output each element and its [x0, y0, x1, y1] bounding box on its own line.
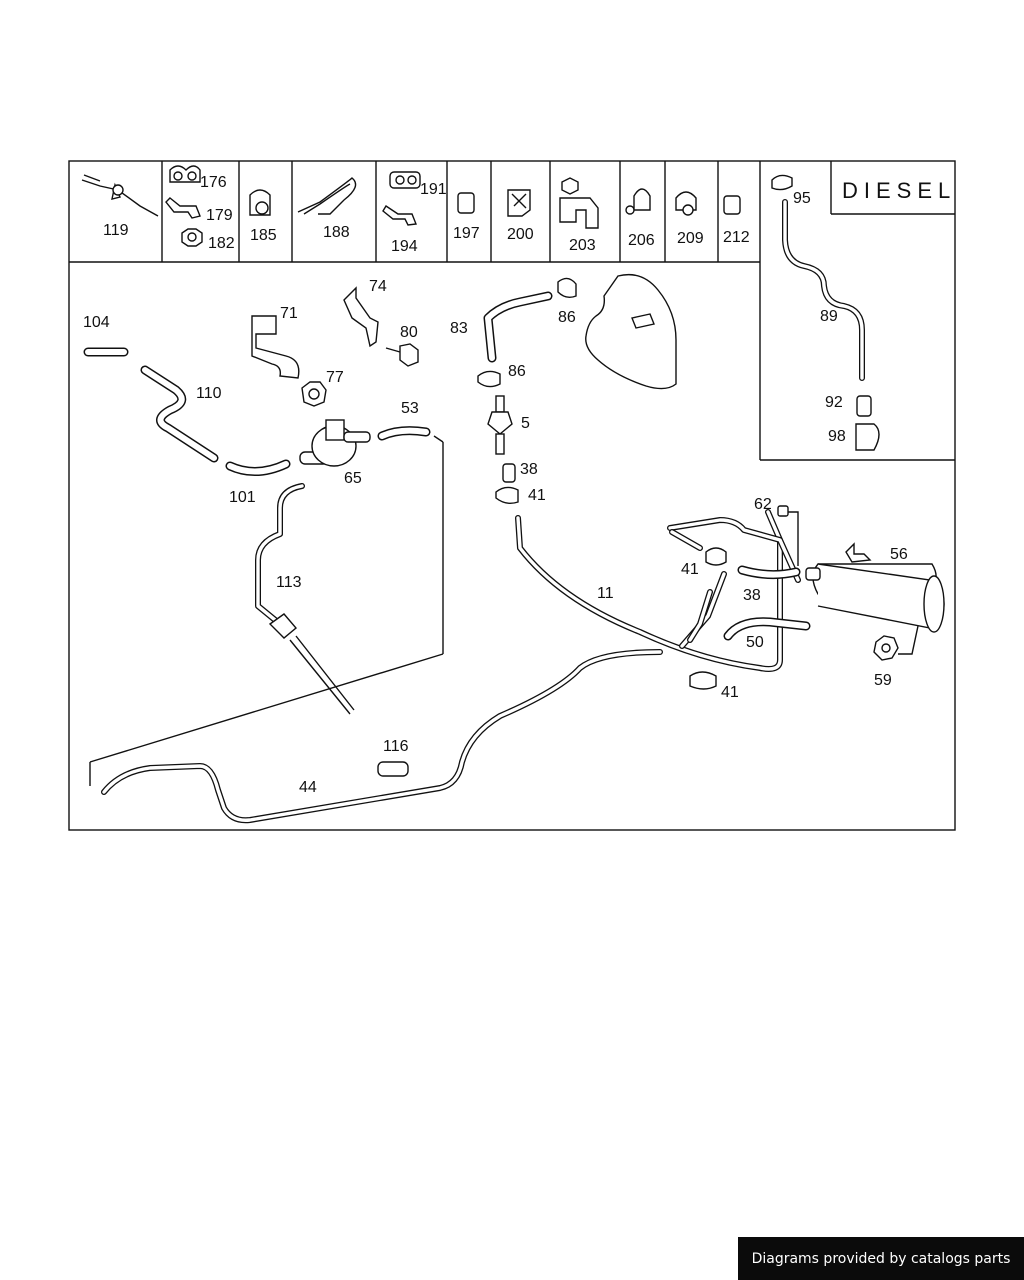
part-label: 92: [825, 394, 843, 411]
part-label: 191: [420, 181, 447, 198]
part-label: 41: [681, 561, 699, 578]
nut-77: [301, 381, 327, 407]
part-label: 65: [344, 470, 362, 487]
footer-credit: Diagrams provided by catalogs parts: [738, 1237, 1024, 1280]
part-label: 98: [828, 428, 846, 445]
cable-tie-icon: [81, 174, 159, 217]
part-label: 95: [793, 190, 811, 207]
sensor-probe: [268, 613, 355, 715]
part-label: 53: [401, 400, 419, 417]
part-label: 62: [754, 496, 772, 513]
part-label: 185: [250, 227, 277, 244]
hose-83: [483, 291, 553, 363]
clip-176-icon: [169, 165, 201, 183]
part-label: 41: [721, 684, 739, 701]
clamp-41-middle: [705, 547, 727, 566]
cap-98-icon: [855, 423, 880, 451]
clip-209-icon: [675, 191, 697, 216]
hose-11: [515, 509, 783, 672]
part-label: 77: [326, 369, 344, 386]
bracket-203-icon: [559, 177, 599, 229]
nut-59: [873, 625, 919, 661]
diesel-title: DIESEL: [842, 178, 956, 203]
clip-200-icon: [507, 189, 531, 217]
canister-56: [805, 542, 945, 633]
part-label: 86: [508, 363, 526, 380]
part-label: 101: [229, 489, 256, 506]
part-label: 89: [820, 308, 838, 325]
part-label: 44: [299, 779, 317, 796]
hose-101: [225, 459, 291, 476]
part-label: 176: [200, 174, 227, 191]
clamp-86-upper: [557, 277, 577, 299]
hose-left-group: [669, 529, 727, 649]
part-label: 74: [369, 278, 387, 295]
part-label: 50: [746, 634, 764, 651]
strap-188-icon: [297, 177, 357, 215]
clip-191-icon: [389, 171, 421, 189]
reservoir-tank: [585, 273, 677, 390]
part-label: 11: [597, 585, 614, 602]
part-label: 38: [520, 461, 538, 478]
part-label: 200: [507, 226, 534, 243]
part-label: 116: [383, 738, 409, 755]
part-label: 86: [558, 309, 576, 326]
part-label: 5: [521, 415, 530, 432]
sleeve-92-icon: [856, 395, 872, 417]
part-label: 83: [450, 320, 468, 337]
header-dividers: [161, 161, 719, 262]
part-label: 182: [208, 235, 235, 252]
hose-upper-right: [667, 517, 801, 583]
clip-185-icon: [249, 189, 271, 216]
check-valve-5: [487, 395, 513, 455]
hose-38-lower: [737, 565, 801, 580]
part-label: 212: [723, 229, 750, 246]
part-label: 206: [628, 232, 655, 249]
clip-197-icon: [457, 192, 475, 214]
cap-62: [777, 505, 789, 517]
part-label: 38: [743, 587, 761, 604]
part-label: 203: [569, 237, 596, 254]
part-label: 197: [453, 225, 480, 242]
bracket-179-icon: [165, 197, 201, 219]
clamp-95-icon: [771, 174, 793, 191]
part-label: 188: [323, 224, 350, 241]
part-label: 80: [400, 324, 418, 341]
clip-212-icon: [723, 195, 741, 215]
clamp-41-lower: [689, 671, 717, 690]
sleeve-116: [377, 761, 409, 777]
nut-182-icon: [181, 228, 203, 247]
valve-65: [299, 419, 371, 467]
hose-110: [140, 365, 219, 463]
part-label: 41: [528, 487, 546, 504]
hose-50: [723, 617, 811, 641]
bracket-74: [343, 286, 379, 348]
part-label: 113: [276, 574, 302, 591]
part-label: 71: [280, 305, 298, 322]
part-label: 179: [206, 207, 233, 224]
bracket-71: [251, 315, 300, 379]
hose-44: [101, 649, 663, 824]
diagram-frame: [68, 160, 956, 831]
part-label: 194: [391, 238, 418, 255]
part-label: 104: [83, 314, 110, 331]
hose-113: [255, 483, 305, 627]
bolt-80: [385, 343, 419, 367]
hose-53: [377, 426, 431, 441]
diesel-hose-89: [782, 199, 865, 381]
clamp-41-upper: [495, 486, 519, 505]
clip-206-icon: [625, 188, 651, 215]
part-label: 119: [103, 222, 129, 239]
part-label: 59: [874, 672, 892, 689]
bracket-194-icon: [382, 205, 417, 226]
part-label: 56: [890, 546, 908, 563]
clamp-86-lower: [477, 370, 501, 388]
sleeve-38-upper: [502, 463, 516, 483]
part-label: 110: [196, 385, 222, 402]
part-label: 209: [677, 230, 704, 247]
